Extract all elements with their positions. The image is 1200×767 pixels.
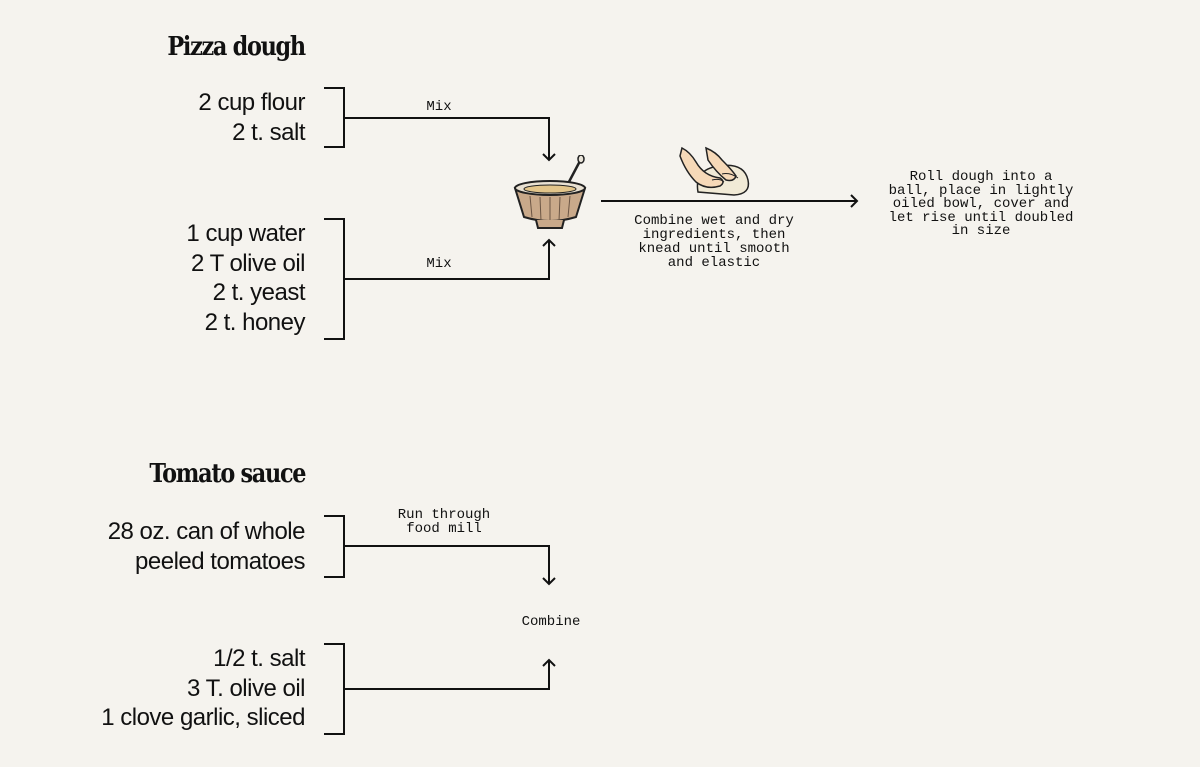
- tomato-ingredients-list: 28 oz. can of whole peeled tomatoes: [107, 517, 306, 576]
- seasoning-bracket: [324, 643, 345, 735]
- wet-mix-connector: [344, 238, 556, 280]
- ingredient-tomatoes: 28 oz. can of whole: [107, 518, 306, 545]
- combine-label: Combine: [521, 614, 581, 630]
- pizza-dough-title: Pizza dough: [167, 32, 307, 62]
- wet-ingredients-list: 1 cup water 2 T olive oil 2 t. yeast 2 t…: [186, 219, 305, 337]
- ingredient-flour: 2 cup flour: [198, 89, 305, 116]
- kneading-hands-icon: [679, 146, 750, 196]
- ingredient-yeast: 2 t. yeast: [212, 279, 306, 306]
- ingredient-garlic: 1 clove garlic, sliced: [101, 704, 305, 731]
- rise-step-line: oiled bowl, cover and: [892, 196, 1070, 212]
- ingredient-salt: 1/2 t. salt: [213, 645, 305, 672]
- dry-ingredients-bracket: [324, 87, 345, 148]
- rise-step-line: ball, place in lightly: [888, 182, 1074, 199]
- tomato-sauce-title: Tomato sauce: [149, 459, 306, 489]
- seasoning-connector: [344, 658, 556, 690]
- rise-step-line: Roll dough into a: [909, 169, 1053, 185]
- food-mill-step-line: Run through: [397, 507, 491, 523]
- mix-label-dry: Mix: [426, 99, 452, 115]
- ingredient-honey: 2 t. honey: [204, 308, 306, 336]
- knead-step-line: ingredients, then: [642, 227, 786, 243]
- food-mill-connector: [344, 545, 556, 586]
- rise-step-line: in size: [951, 223, 1011, 239]
- ingredient-salt: 2 t. salt: [232, 118, 305, 146]
- mixing-bowl-icon: [513, 155, 587, 229]
- ingredient-olive-oil: 2 T olive oil: [190, 249, 306, 277]
- dry-mix-connector: [344, 117, 556, 162]
- ingredient-water: 1 cup water: [186, 220, 305, 247]
- knead-step-line: knead until smooth: [638, 241, 790, 257]
- food-mill-step-line: food mill: [406, 521, 482, 537]
- ingredient-tomatoes-cont: peeled tomatoes: [135, 547, 305, 575]
- rise-step-text: Roll dough into a ball, place in lightly…: [861, 169, 1101, 239]
- tomato-bracket: [324, 515, 345, 578]
- seasoning-ingredients-list: 1/2 t. salt 3 T. olive oil 1 clove garli…: [101, 644, 305, 733]
- rise-step-line: let rise until doubled: [888, 209, 1074, 226]
- food-mill-step-text: Run through food mill: [376, 508, 512, 536]
- knead-step-line: and elastic: [667, 255, 761, 271]
- wet-ingredients-bracket: [324, 218, 345, 340]
- dry-ingredients-list: 2 cup flour 2 t. salt: [198, 88, 305, 147]
- knead-step-line: Combine wet and dry: [634, 213, 794, 229]
- mix-label-wet: Mix: [426, 256, 452, 272]
- knead-step-text: Combine wet and dry ingredients, then kn…: [604, 214, 824, 270]
- ingredient-olive-oil: 3 T. olive oil: [187, 674, 305, 702]
